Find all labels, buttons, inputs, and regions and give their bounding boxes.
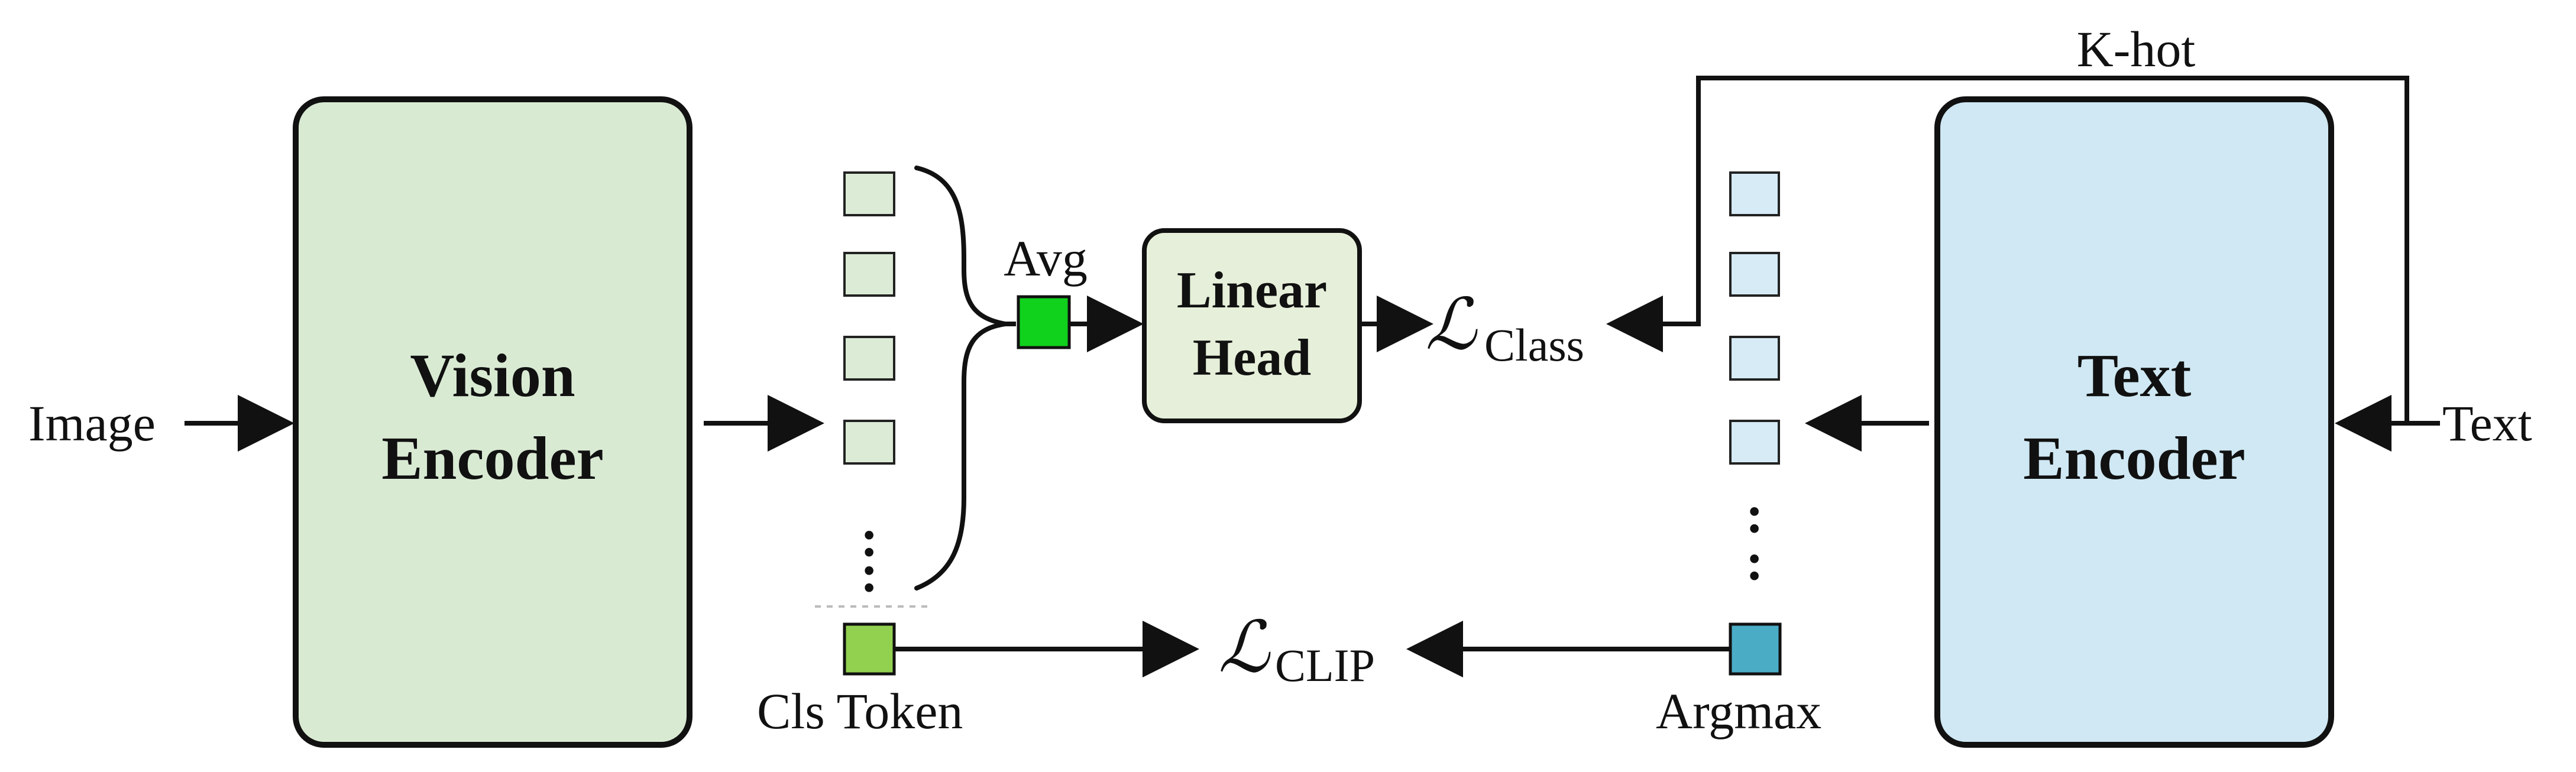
token-brace (914, 166, 1008, 591)
linear-head-box (1142, 228, 1362, 423)
clip-loss-subscript: CLIP (1275, 640, 1375, 691)
text-token-ellipsis-top: : (1746, 485, 1763, 544)
avg-label: Avg (1004, 230, 1088, 287)
text-token (1729, 171, 1780, 216)
text-token-ellipsis-bottom: : (1746, 533, 1763, 591)
vision-encoder-title-line-2: Encoder (381, 424, 604, 492)
class-loss-subscript: Class (1484, 319, 1584, 371)
cls-token-label: Cls Token (757, 683, 963, 739)
class-loss-symbol: ℒ (1425, 286, 1478, 364)
text-input-label: Text (2442, 395, 2532, 452)
avg-token (1017, 295, 1071, 349)
text-encoder-title-line-2: Encoder (2023, 424, 2245, 492)
linear-head-title-line-1: Linear (1177, 262, 1327, 319)
text-encoder-box (1934, 96, 2334, 748)
image-label: Image (28, 395, 156, 452)
vision-encoder-box (293, 96, 692, 748)
text-token (1729, 336, 1780, 381)
vision-token (843, 336, 895, 381)
vision-token-ellipsis-bottom: : (860, 544, 878, 603)
text-token (1729, 420, 1780, 465)
k-hot-label: K-hot (2077, 21, 2196, 77)
text-encoder-title-line-1: Text (2077, 342, 2192, 410)
argmax-label: Argmax (1656, 683, 1821, 739)
vision-token (843, 171, 895, 216)
vision-token-ellipsis-top: : (860, 509, 878, 567)
argmax-token (1729, 622, 1782, 676)
vision-token (843, 420, 895, 465)
linear-head-title-line-2: Head (1193, 329, 1311, 387)
text-token (1729, 252, 1780, 297)
clip-loss-symbol: ℒ (1218, 608, 1271, 687)
vision-token (843, 252, 895, 297)
vision-encoder-title-line-1: Vision (410, 342, 575, 410)
cls-token (843, 622, 896, 676)
